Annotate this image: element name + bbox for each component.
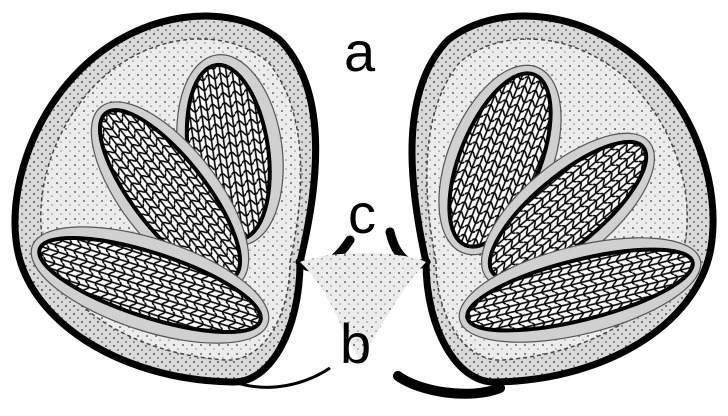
left-anther-lobe bbox=[15, 16, 350, 387]
label-a: a bbox=[344, 24, 375, 80]
label-b: b bbox=[340, 316, 371, 372]
right-anther-lobe bbox=[390, 16, 713, 394]
label-c: c bbox=[348, 186, 376, 242]
